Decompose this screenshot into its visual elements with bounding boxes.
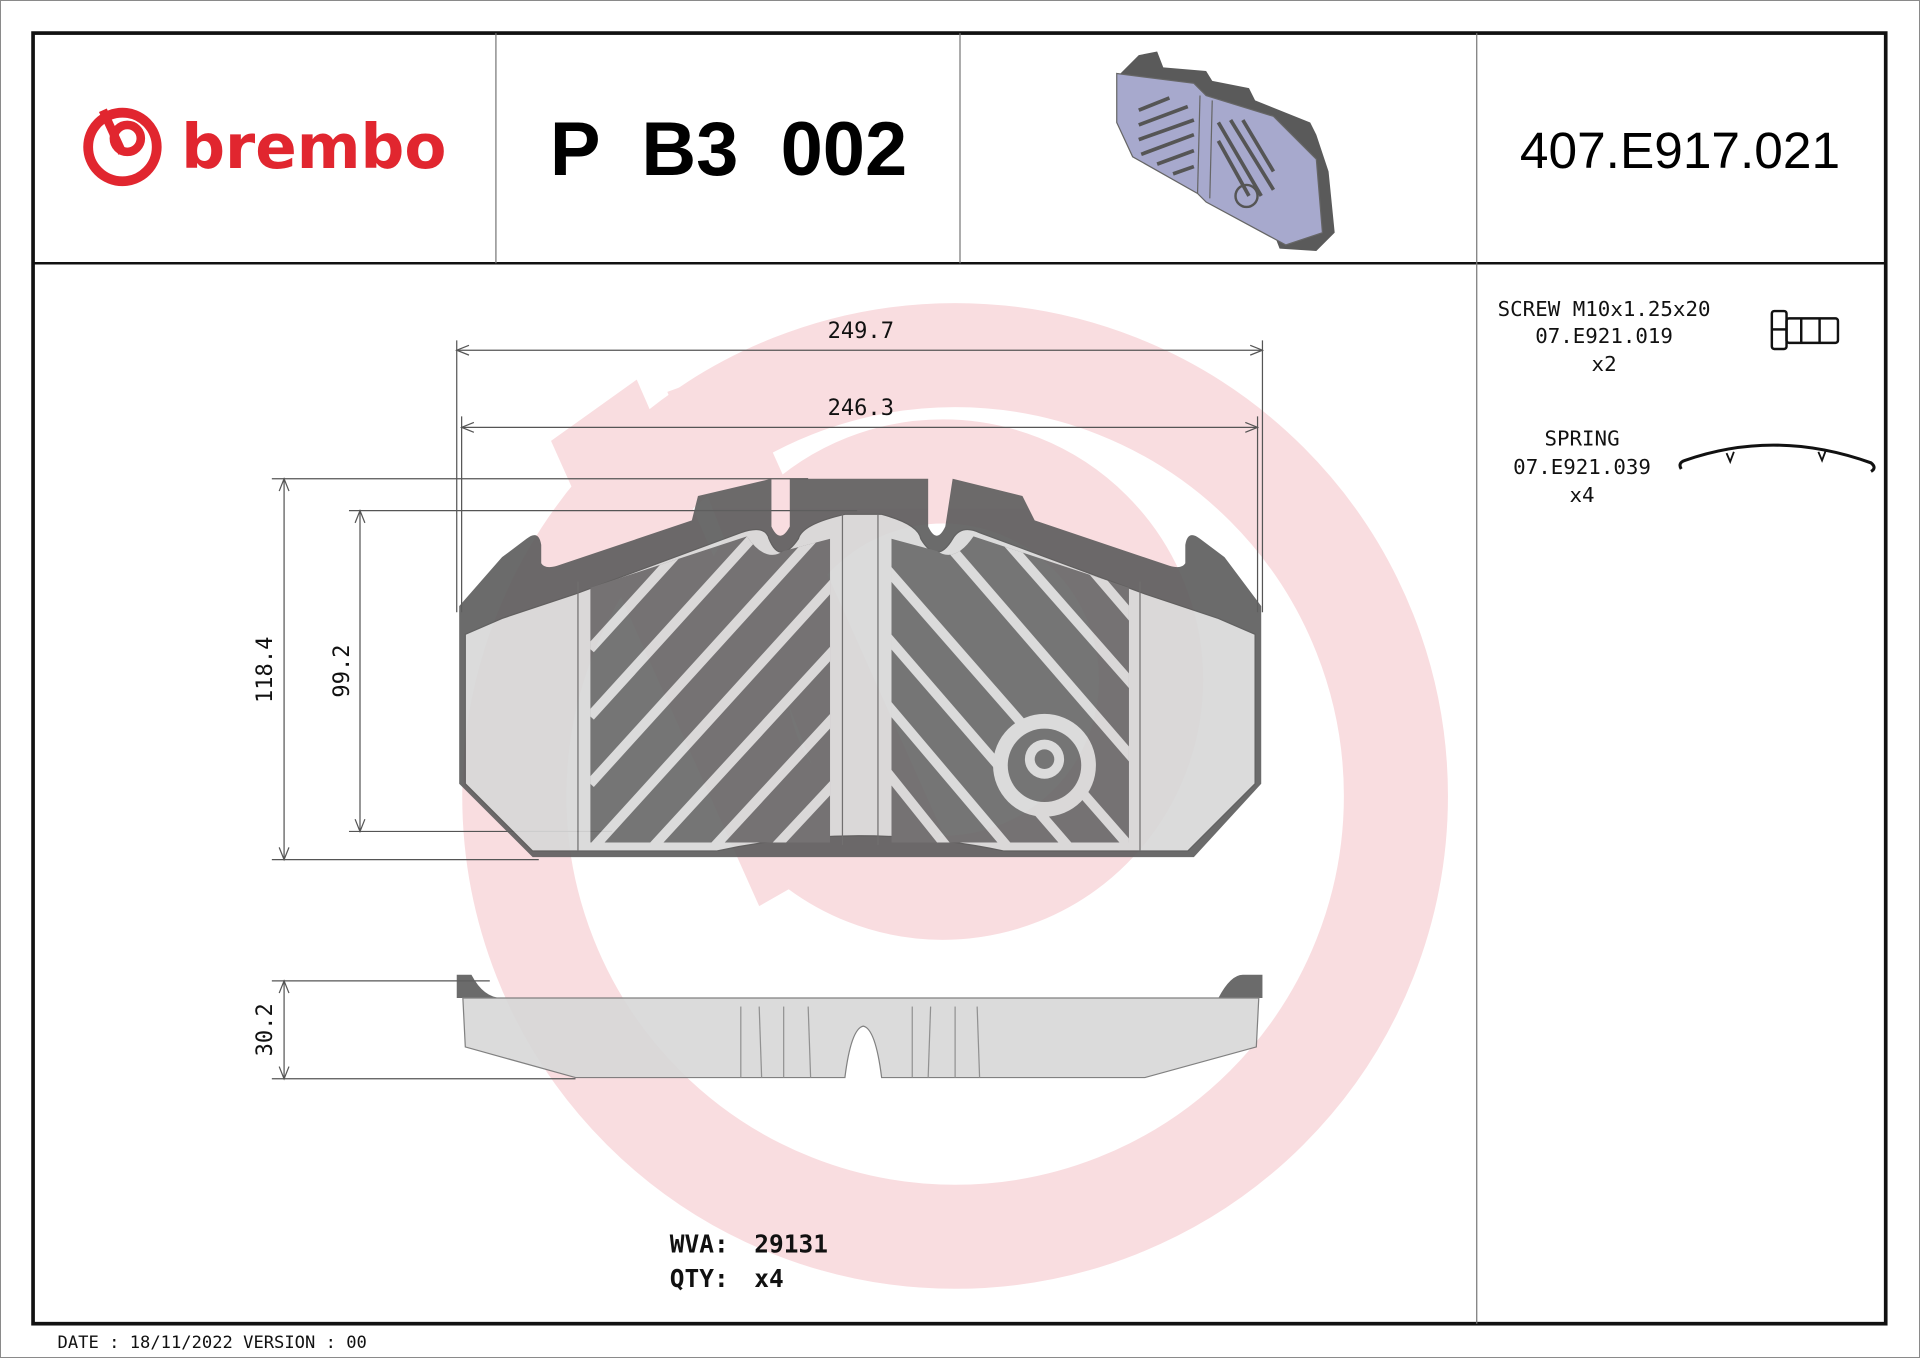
screw-name: SCREW M10x1.25x20 <box>1498 297 1711 321</box>
date-version: DATE : 18/11/2022 VERSION : 00 <box>58 1333 367 1353</box>
qty-value: x4 <box>754 1264 783 1293</box>
accessory-spring: SPRING 07.E921.039 x4 <box>1513 427 1876 507</box>
part-code: P B3 002 <box>550 107 907 192</box>
dim-height-friction: 99.2 <box>330 645 355 698</box>
spring-qty: x4 <box>1570 483 1595 507</box>
pad-side-view <box>456 974 1263 1079</box>
brand-name: brembo <box>181 112 446 183</box>
wva-value: 29131 <box>754 1230 828 1259</box>
dim-height-overall: 118.4 <box>253 637 278 703</box>
screw-icon <box>1770 309 1840 351</box>
screw-qty: x2 <box>1592 352 1617 376</box>
brembo-disc-icon <box>83 107 162 187</box>
screw-code: 07.E921.019 <box>1535 324 1673 348</box>
accessory-screw: SCREW M10x1.25x20 07.E921.019 x2 <box>1498 297 1840 376</box>
spring-name: SPRING <box>1544 427 1619 451</box>
dim-width-overall: 249.7 <box>828 319 894 344</box>
dim-thickness: 30.2 <box>253 1003 278 1056</box>
qty-label: QTY: <box>670 1264 729 1293</box>
spring-icon <box>1678 443 1876 473</box>
pad-front-view <box>459 478 1262 858</box>
wva-label: WVA: <box>670 1230 729 1259</box>
dimension-lines <box>271 340 1265 1081</box>
dim-width-friction: 246.3 <box>828 396 894 421</box>
brembo-logo: brembo <box>83 107 446 187</box>
reference-number: 407.E917.021 <box>1520 121 1840 179</box>
spring-code: 07.E921.039 <box>1513 455 1651 479</box>
pad-3d-render <box>1116 51 1335 252</box>
